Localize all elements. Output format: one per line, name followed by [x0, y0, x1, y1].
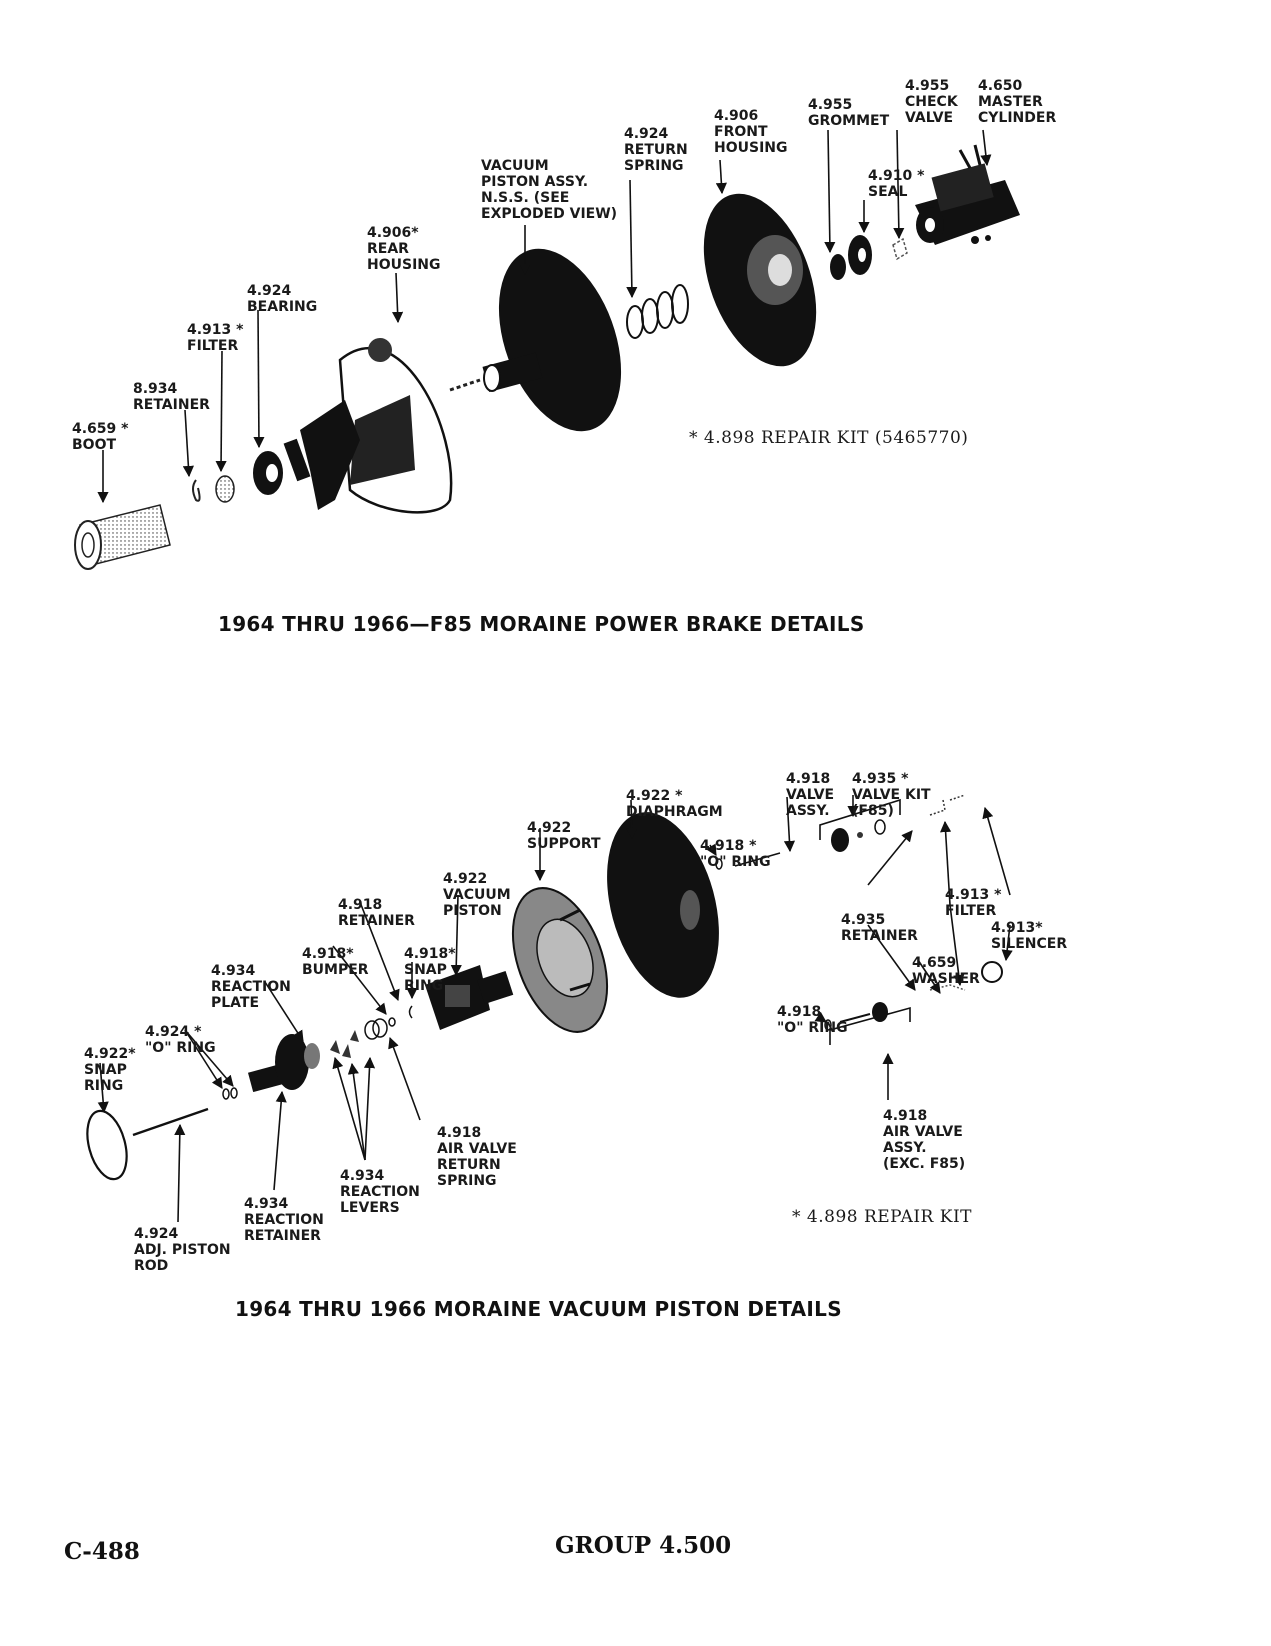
front-housing-part: [703, 193, 817, 367]
bumper-part: [388, 1017, 396, 1027]
air-valve-assy-part: [824, 1002, 911, 1045]
diagram1-leaders: [97, 129, 992, 504]
washer-part: [929, 984, 966, 991]
o-ring-top-part: [715, 858, 723, 870]
label-diaphragm: 4.922 *DIAPHRAGM: [626, 788, 723, 820]
label-o-ring-right: 4.918"O" RING: [777, 1004, 848, 1036]
master-cylinder-part: [915, 144, 1020, 245]
group-number: GROUP 4.500: [555, 1532, 732, 1559]
diaphragm-part: [607, 812, 719, 998]
bearing-part: [253, 451, 283, 495]
label-boot: 4.659 *BOOT: [72, 421, 129, 453]
label-filter: 4.913 *FILTER: [187, 322, 244, 354]
seal-part: [848, 235, 872, 275]
repair-kit-note-2: * 4.898 REPAIR KIT: [792, 1207, 973, 1227]
piston-rod-part: [132, 1107, 209, 1137]
reaction-levers-part: [330, 1030, 359, 1058]
air-valve-spring-part: [364, 1018, 388, 1040]
silencer-part: [981, 961, 1003, 983]
repair-kit-note-1: * 4.898 REPAIR KIT (5465770): [689, 428, 969, 448]
label-o-ring-4924: 4.924 *"O" RING: [145, 1024, 216, 1056]
label-valve-kit: 4.935 *VALVE KIT(F85): [852, 771, 931, 819]
reaction-retainer-part: [247, 1034, 320, 1093]
vacuum-piston-part-2: [425, 965, 514, 1030]
diagram2-parts: [86, 794, 1003, 1181]
filter-right-part: [929, 794, 966, 816]
caption-power-brake-details: 1964 THRU 1966—F85 MORAINE POWER BRAKE D…: [218, 612, 865, 636]
snap-ring-left-part: [86, 1109, 128, 1181]
vacuum-piston-part: [482, 248, 622, 432]
retainer-part: [192, 479, 201, 502]
return-spring-part: [626, 284, 689, 339]
boot-part: [74, 504, 171, 570]
filter-part: [215, 475, 235, 503]
grommet-part: [830, 254, 846, 280]
label-bumper: 4.918*BUMPER: [302, 946, 369, 978]
support-part: [511, 887, 609, 1033]
label-o-ring-top: 4.918 *"O" RING: [700, 838, 771, 870]
snap-ring-part: [408, 1005, 413, 1019]
check-valve-part: [892, 237, 908, 261]
caption-vacuum-piston-details: 1964 THRU 1966 MORAINE VACUUM PISTON DET…: [235, 1297, 842, 1321]
diagram1-parts: [74, 144, 1020, 570]
o-ring-left-part-b: [230, 1087, 238, 1099]
valve-kit-part: [819, 798, 901, 852]
diagram2-leaders: [97, 795, 1013, 1223]
label-filter-4913: 4.913 *FILTER: [945, 887, 1002, 919]
valve-assy-stem: [734, 852, 781, 867]
page-number: C-488: [64, 1538, 140, 1565]
o-ring-left-part-a: [222, 1088, 230, 1100]
label-silencer: 4.913*SILENCER: [991, 920, 1068, 952]
rear-housing-part: [283, 338, 453, 514]
label-seal: 4.910 *SEAL: [868, 168, 925, 200]
